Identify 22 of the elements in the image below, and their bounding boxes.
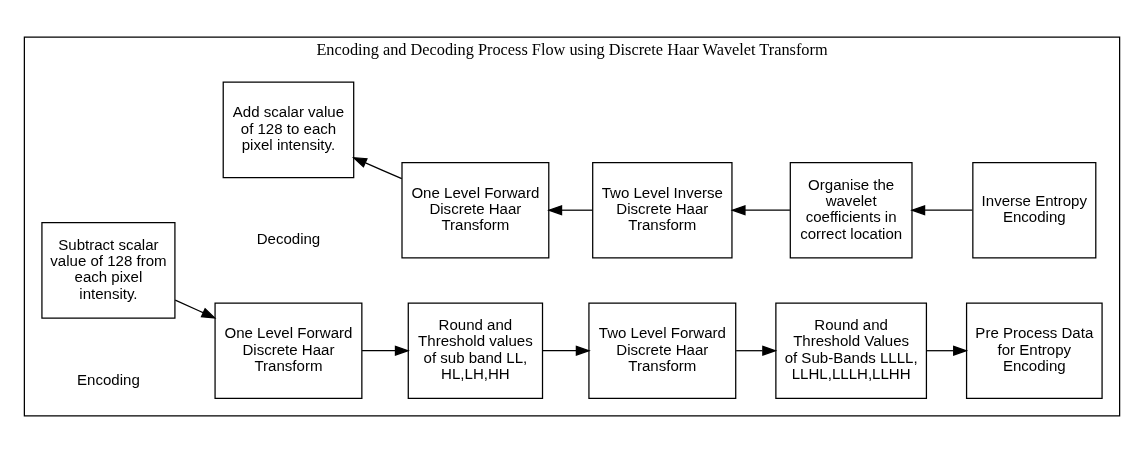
arrow (730, 204, 791, 215)
node-box: Round and Threshold values of sub band LL, HL,LH,HH (407, 301, 544, 399)
node-box: Pre Process Data for Entropy Encoding (965, 301, 1103, 399)
node-box: Subtract scalar value of 128 from each pixel intensity. (41, 221, 176, 319)
node-box: One Level Forward Discrete Haar Transform (401, 161, 550, 258)
node-box: Organise the wavelet coefficients in correct location (789, 161, 913, 258)
node-box: Round and Threshold Values of Sub-Bands LLLL, LLHL,LLLH,LLHH (775, 301, 928, 399)
arrow (547, 204, 594, 215)
arrow (910, 204, 973, 215)
node-box: Two Level Forward Discrete Haar Transform (588, 301, 737, 399)
node-box: Inverse Entropy Encoding (972, 161, 1097, 258)
node-box: One Level Forward Discrete Haar Transform (214, 301, 363, 399)
arrow (735, 344, 778, 356)
arrow (542, 344, 591, 356)
arrow (351, 156, 403, 179)
arrow (926, 344, 969, 356)
label: Encoding (77, 370, 140, 388)
arrow (361, 344, 410, 356)
node-box: Two Level Inverse Discrete Haar Transform (592, 161, 733, 258)
label: Decoding (256, 229, 321, 247)
arrow (174, 298, 217, 319)
node-box: Add scalar value of 128 to each pixel intensity. (222, 81, 355, 178)
